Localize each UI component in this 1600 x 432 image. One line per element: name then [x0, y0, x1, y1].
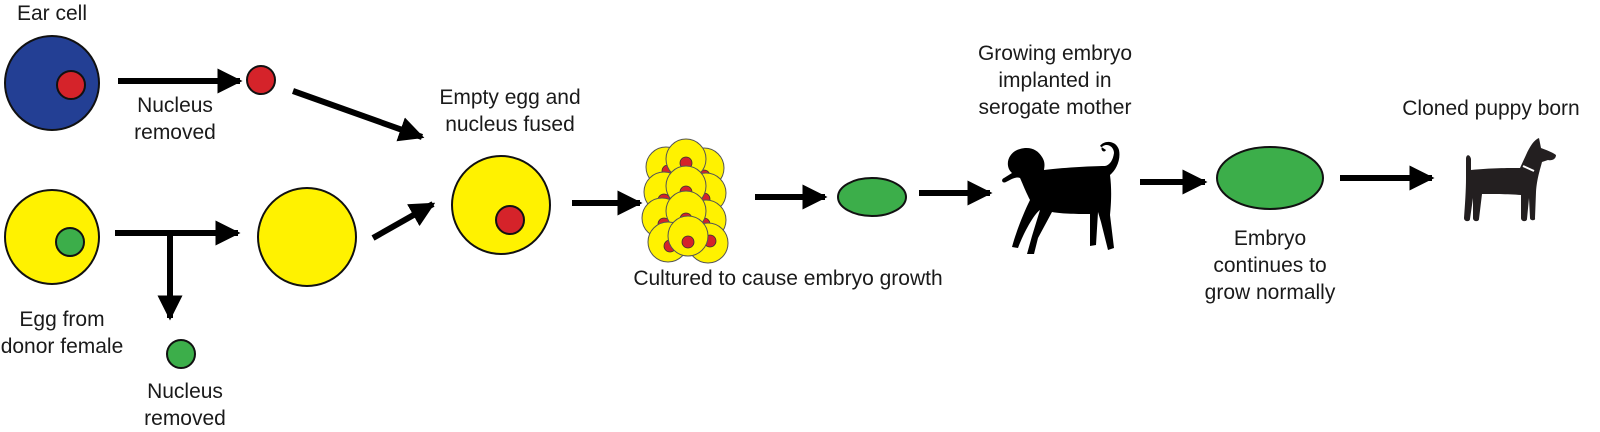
cultured-cell-cluster [641, 138, 729, 264]
label-line: Growing embryo [977, 42, 1133, 65]
arrow-to-fused [291, 88, 425, 142]
extracted-green-nucleus [166, 339, 196, 369]
label-line: Empty egg and [439, 86, 581, 109]
donor-egg [4, 189, 100, 285]
label-line: removed [144, 407, 226, 430]
label-fused: Empty egg and nucleus fused [430, 84, 590, 138]
dog-silhouette-icon [1002, 141, 1120, 254]
label-line: grow normally [1204, 281, 1336, 304]
label-line: implanted in [998, 69, 1112, 92]
label-line: Nucleus [147, 380, 223, 403]
label-implanted: Growing embryo implanted in serogate mot… [965, 40, 1145, 121]
ear-cell [4, 35, 100, 131]
label-line: serogate mother [978, 96, 1132, 119]
label-nucleus-removed-bottom: Nucleus removed [130, 378, 240, 432]
cluster-cell-nucleus [681, 235, 695, 249]
label-nucleus-removed-top: Nucleus removed [120, 92, 230, 146]
label-born: Cloned puppy born [1402, 97, 1580, 120]
label-line: removed [134, 121, 216, 144]
small-embryo [837, 177, 907, 217]
label-line: continues to [1213, 254, 1327, 277]
label-line: Egg from [19, 308, 105, 331]
label-line: donor female [0, 335, 124, 358]
label-line: Embryo [1233, 227, 1307, 250]
arrow-empty-to-fused [371, 201, 436, 241]
label-cultured: Cultured to cause embryo growth [633, 267, 943, 290]
label-ear-cell: Ear cell [16, 2, 88, 25]
fused-egg [451, 155, 551, 255]
empty-egg [257, 187, 357, 287]
large-embryo [1216, 146, 1324, 210]
label-continues: Embryo continues to grow normally [1190, 225, 1350, 306]
puppy-silhouette-icon [1464, 138, 1556, 222]
label-line: Nucleus [137, 94, 213, 117]
label-line: nucleus fused [445, 113, 575, 136]
extracted-red-nucleus [246, 65, 276, 95]
label-egg-donor: Egg from donor female [0, 306, 124, 360]
